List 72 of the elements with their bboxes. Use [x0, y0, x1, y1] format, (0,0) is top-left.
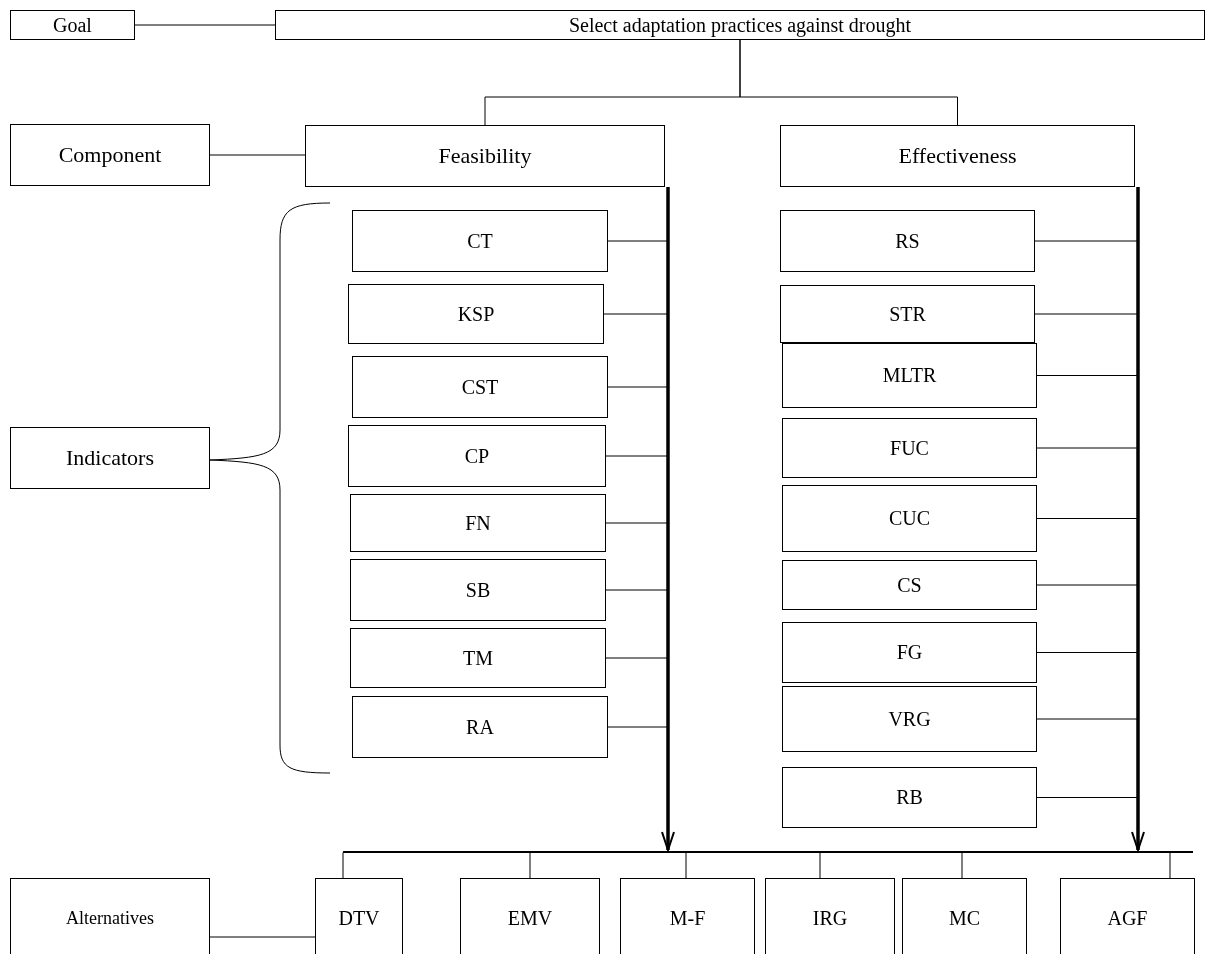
component-box	[305, 125, 665, 187]
node-text: CS	[897, 573, 922, 597]
alternative-box	[460, 878, 600, 954]
indicator-box	[782, 767, 1037, 828]
node-text: RS	[895, 229, 920, 253]
indicator-box	[350, 559, 606, 621]
indicator-box	[782, 622, 1037, 683]
indicator-box	[782, 686, 1037, 752]
node-text: KSP	[457, 302, 495, 326]
connector-line	[819, 852, 821, 879]
node-text: TM	[463, 646, 493, 670]
node-text: M-F	[669, 906, 706, 930]
alternative-box	[1060, 878, 1195, 954]
node-text: IRG	[812, 906, 848, 930]
connector-line	[739, 39, 958, 126]
node-text: Feasibility	[438, 143, 532, 169]
alternative-box	[315, 878, 403, 954]
connector-line	[961, 852, 963, 879]
node-text: Alternatives	[66, 907, 154, 929]
indicator-box	[350, 628, 606, 688]
node-text: CP	[464, 444, 490, 468]
node-text: SB	[465, 578, 491, 602]
indicator-box	[782, 560, 1037, 610]
node-text: Effectiveness	[898, 143, 1017, 169]
node-text: STR	[889, 302, 926, 326]
indicator-box	[348, 284, 604, 344]
connector-line	[342, 852, 344, 879]
indicator-box	[352, 210, 608, 272]
node-text: Goal	[53, 13, 92, 37]
node-text: FN	[465, 511, 491, 535]
indicator-box	[350, 494, 606, 552]
indicator-box	[348, 425, 606, 487]
indicator-box	[782, 485, 1037, 552]
alternative-box	[620, 878, 755, 954]
node-text: Select adaptation practices against drought	[568, 13, 912, 37]
node-text: FUC	[890, 436, 929, 460]
goal-box	[275, 10, 1205, 40]
node-text: FG	[896, 641, 923, 664]
level-label	[10, 427, 210, 489]
connector-line	[685, 852, 687, 879]
alternative-box	[902, 878, 1027, 954]
node-text: MC	[948, 906, 981, 930]
connector-line	[209, 154, 306, 156]
indicator-box	[780, 285, 1035, 343]
arrow	[661, 187, 675, 851]
node-text: Component	[58, 142, 162, 168]
connector-line	[134, 24, 276, 26]
node-text: EMV	[507, 906, 553, 930]
connector-line	[529, 852, 531, 879]
indicator-box	[352, 356, 608, 418]
indicator-box	[782, 343, 1037, 408]
node-text: RB	[896, 786, 923, 809]
level-label	[10, 124, 210, 186]
alternative-box	[765, 878, 895, 954]
connector-line	[1169, 852, 1171, 879]
connector-line	[209, 936, 316, 938]
indicator-box	[352, 696, 608, 758]
arrow	[1131, 187, 1145, 851]
node-text: RA	[466, 715, 494, 739]
level-label	[10, 10, 135, 40]
node-text: AGF	[1107, 906, 1148, 930]
level-label	[10, 878, 210, 954]
node-text: CST	[461, 375, 499, 399]
node-text: CT	[467, 229, 493, 253]
node-text: Indicators	[66, 445, 154, 471]
indicator-box	[782, 418, 1037, 478]
node-text: MLTR	[882, 364, 937, 387]
node-text: CUC	[888, 507, 931, 530]
component-box	[780, 125, 1135, 187]
node-text: VRG	[888, 707, 931, 731]
node-text: DTV	[338, 906, 380, 930]
indicator-box	[780, 210, 1035, 272]
